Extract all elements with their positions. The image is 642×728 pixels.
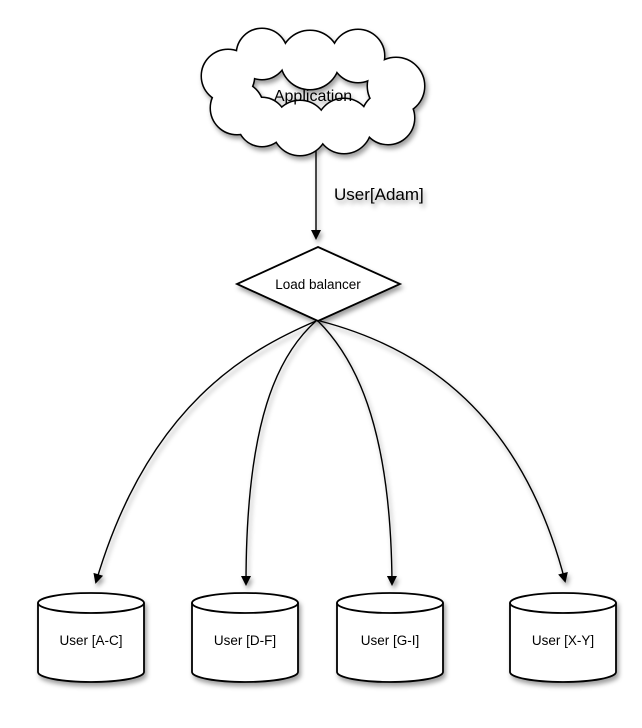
cylinder-top — [191, 592, 299, 614]
load-balancer-node: Load balancer — [234, 246, 403, 322]
cylinder-top — [509, 592, 617, 614]
edge-loadbalancer-to-shard-ac — [93, 320, 317, 584]
shard-cylinder-df: User [D-F] — [191, 592, 299, 683]
edge-loadbalancer-to-shard-xy — [319, 320, 568, 583]
load-balancer-diamond — [234, 246, 403, 322]
application-cloud-node: Application — [200, 27, 426, 157]
cylinder-body — [336, 603, 444, 683]
shard-label: User [A-C] — [59, 633, 122, 648]
application-label: Application — [274, 88, 352, 105]
cylinder-top — [336, 592, 444, 614]
cylinder-body — [191, 603, 299, 683]
shard-label: User [X-Y] — [532, 633, 594, 648]
shard-cylinder-ac: User [A-C] — [37, 592, 145, 683]
edge-user-adam-label: User[Adam] — [334, 185, 424, 204]
shard-label: User [D-F] — [214, 633, 276, 648]
cylinder-body — [509, 603, 617, 683]
shard-cylinder-gi: User [G-I] — [336, 592, 444, 683]
cloud-shape — [200, 27, 426, 157]
shard-label: User [G-I] — [361, 633, 420, 648]
shard-cylinder-xy: User [X-Y] — [509, 592, 617, 683]
edge-loadbalancer-to-shard-gi — [317, 320, 397, 586]
cylinder-top — [37, 592, 145, 614]
load-balancer-label: Load balancer — [275, 277, 361, 292]
edge-loadbalancer-to-shard-df — [241, 320, 317, 586]
cylinder-body — [37, 603, 145, 683]
edges — [93, 148, 568, 586]
